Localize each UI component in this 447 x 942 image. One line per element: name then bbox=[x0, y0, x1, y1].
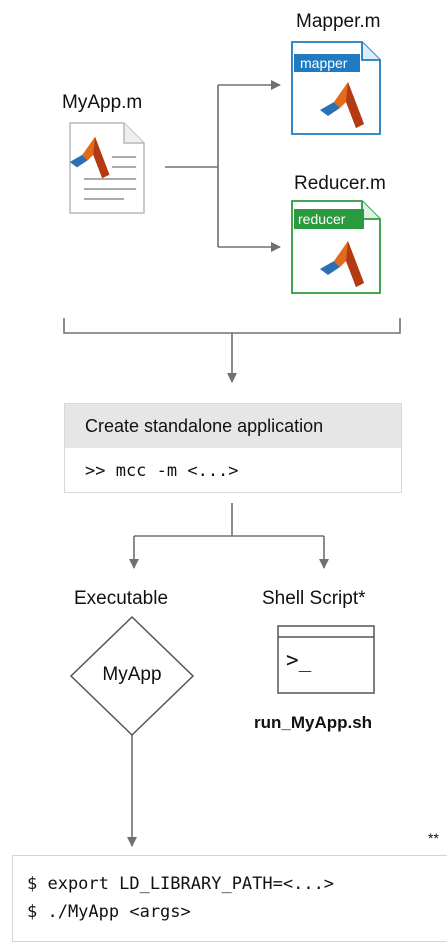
executable-heading: Executable bbox=[74, 588, 169, 609]
footnote-marker: ** bbox=[428, 830, 439, 846]
terminal-line[interactable]: $ export LD_LIBRARY_PATH=<...> bbox=[27, 874, 335, 894]
myapp-file-label: MyApp.m bbox=[62, 92, 143, 113]
executable-name: MyApp bbox=[102, 664, 162, 685]
terminal-panel: $ export LD_LIBRARY_PATH=<...> $ ./MyApp… bbox=[12, 855, 447, 942]
shell-script-filename[interactable]: run_MyApp.sh bbox=[254, 713, 373, 732]
reducer-file-icon[interactable]: reducer bbox=[288, 199, 384, 297]
matlab-logo-icon bbox=[320, 241, 364, 287]
build-command-box: Create standalone application >> mcc -m … bbox=[64, 403, 402, 493]
diamond-executable-icon[interactable] bbox=[68, 614, 196, 738]
build-command-text[interactable]: >> mcc -m <...> bbox=[85, 461, 239, 481]
build-box-title: Create standalone application bbox=[65, 404, 401, 448]
matlab-logo-icon bbox=[320, 82, 364, 128]
mapper-tag-badge bbox=[294, 54, 360, 72]
terminal-prompt: >_ bbox=[286, 648, 312, 672]
terminal-line[interactable]: $ ./MyApp <args> bbox=[27, 902, 191, 922]
shell-script-heading: Shell Script* bbox=[262, 588, 366, 609]
mapper-file-icon[interactable]: mapper bbox=[288, 40, 384, 138]
mapper-tag-text: mapper bbox=[300, 55, 348, 71]
document-icon bbox=[69, 122, 145, 214]
bracket-group bbox=[63, 318, 401, 334]
myapp-file-icon[interactable] bbox=[64, 121, 150, 217]
terminal-window-icon[interactable] bbox=[277, 625, 375, 695]
reducer-tag-badge bbox=[294, 209, 364, 229]
matlab-logo-icon bbox=[69, 136, 110, 179]
mapper-file-label: Mapper.m bbox=[296, 11, 381, 32]
reducer-tag-text: reducer bbox=[298, 211, 346, 227]
reducer-file-label: Reducer.m bbox=[294, 173, 386, 194]
